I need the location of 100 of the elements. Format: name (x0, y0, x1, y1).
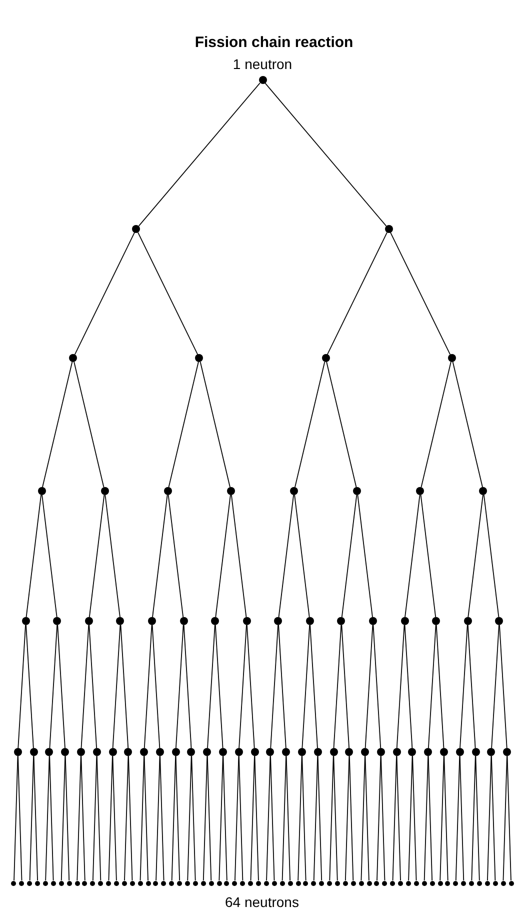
branch-line (238, 756, 244, 881)
branch-line (144, 756, 148, 881)
branch-line (313, 756, 318, 881)
branch-line (502, 756, 508, 881)
branch-line (168, 361, 199, 488)
branch-line (64, 756, 70, 881)
neutron-dot (164, 487, 172, 495)
neutron-dot (358, 880, 364, 886)
neutron-dot (84, 617, 93, 625)
neutron-dot (69, 354, 78, 362)
neutron-dot (476, 880, 482, 886)
branch-line (230, 494, 247, 618)
neutron-dot (296, 880, 300, 886)
neutron-dot (38, 487, 46, 495)
neutron-dot (130, 880, 135, 886)
neutron-dot (58, 880, 64, 886)
neutron-dot (406, 880, 411, 886)
neutron-dot (100, 487, 109, 495)
neutron-dot (124, 748, 132, 756)
branch-line (376, 756, 382, 881)
neutron-dot (180, 617, 188, 625)
neutron-dot (461, 880, 466, 886)
branch-line (138, 82, 260, 226)
count-label: 1 neutron (232, 56, 292, 72)
neutron-dot (345, 748, 354, 756)
branch-line (424, 756, 429, 881)
branch-line (144, 624, 152, 748)
branch-line (317, 756, 322, 881)
branch-line (436, 624, 444, 748)
branch-line (468, 494, 484, 618)
branch-line (302, 756, 306, 881)
neutron-dot (464, 617, 472, 625)
neutron-dot (311, 880, 316, 886)
neutron-dot (495, 617, 504, 625)
branch-line (246, 624, 255, 748)
branch-line (215, 494, 231, 618)
neutron-dot (322, 354, 330, 362)
branch-line (459, 756, 464, 881)
branch-line (250, 756, 255, 881)
branch-line (348, 756, 354, 881)
branch-line (333, 624, 342, 748)
branch-line (344, 756, 350, 881)
branch-line (238, 624, 247, 748)
branch-line (475, 756, 480, 881)
branch-line (467, 624, 476, 748)
branch-line (60, 756, 66, 881)
neutron-dot (288, 880, 293, 886)
branch-line (171, 756, 176, 881)
branch-line (460, 624, 468, 748)
branch-line (506, 756, 512, 881)
branch-line (18, 624, 26, 748)
neutron-dot (334, 880, 340, 886)
neutron-dot (92, 748, 101, 756)
neutron-dot (416, 487, 424, 495)
branch-line (49, 756, 54, 881)
branch-line (112, 624, 121, 748)
neutron-dot (337, 617, 346, 625)
branch-line (92, 756, 98, 881)
neutron-dot (422, 880, 427, 886)
neutron-dot (153, 880, 158, 886)
neutron-dot (469, 880, 474, 886)
neutron-dot (508, 880, 514, 886)
neutron-dot (192, 880, 198, 886)
count-label: 64 neutrons (225, 894, 299, 910)
neutron-dot (456, 748, 464, 756)
neutron-dot (479, 487, 488, 495)
branch-line (341, 494, 358, 618)
branch-line (168, 494, 184, 618)
branch-line (294, 361, 326, 488)
neutron-dot (35, 880, 40, 886)
neutron-dot (200, 880, 206, 886)
branch-line (396, 756, 401, 881)
branch-line (471, 756, 476, 881)
branch-line (264, 82, 387, 226)
neutron-dot (82, 880, 88, 886)
neutron-dot (282, 748, 290, 756)
neutron-dot (242, 617, 251, 625)
branch-line (310, 624, 318, 748)
neutron-dot (440, 748, 448, 756)
branch-line (420, 361, 452, 488)
branch-line (390, 232, 451, 355)
neutron-dot (366, 880, 372, 886)
neutron-dot (350, 880, 356, 886)
branch-line (392, 756, 397, 881)
neutron-dot (148, 617, 156, 625)
neutron-dot (432, 617, 440, 625)
neutron-dot (108, 748, 117, 756)
neutron-dot (256, 880, 262, 886)
branch-line (206, 756, 212, 881)
branch-line (444, 756, 448, 881)
branch-line (138, 232, 198, 355)
neutron-dot (280, 880, 285, 886)
branch-line (483, 494, 500, 618)
neutron-dot (211, 617, 220, 625)
branch-line (57, 624, 66, 748)
branch-line (266, 756, 271, 881)
branch-line (152, 494, 168, 618)
neutron-dot (116, 617, 124, 625)
branch-line (360, 756, 366, 881)
branch-line (420, 494, 436, 618)
